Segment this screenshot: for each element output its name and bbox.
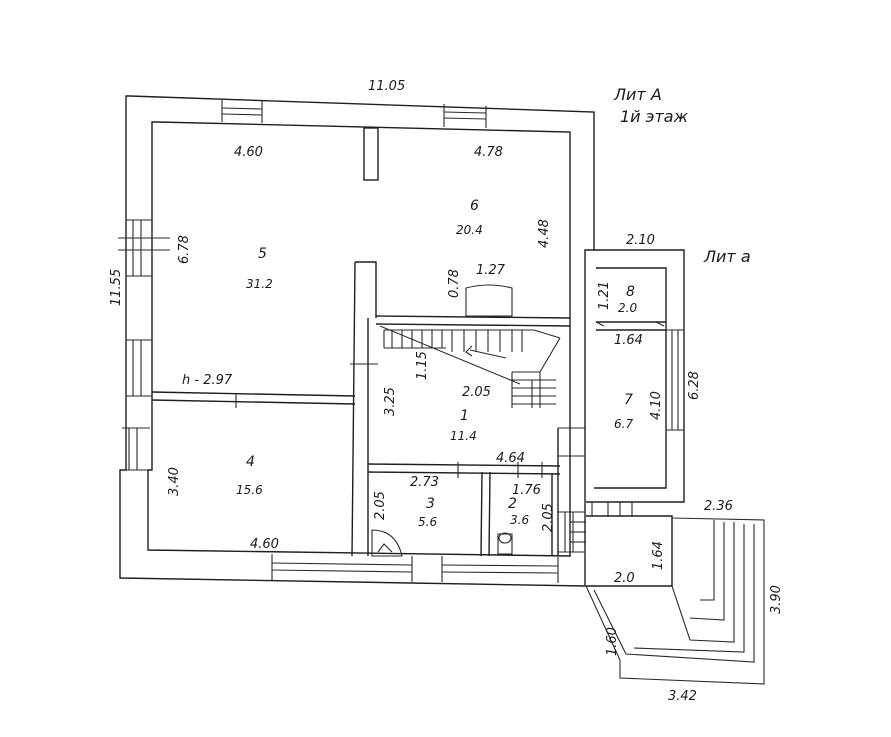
- room-5-area: 31.2: [246, 277, 273, 291]
- dim-stair-side: 1.15: [415, 351, 430, 380]
- room-8-area: 2.0: [618, 301, 637, 315]
- room-4-number: 4: [246, 454, 255, 470]
- fixtures: [118, 228, 543, 557]
- room-3-area: 5.6: [418, 515, 437, 529]
- dim-top-total: 11.05: [368, 79, 405, 94]
- dimension-labels: 11.05 4.60 4.78 h - 2.97 1.27 2.05 4.64 …: [109, 79, 784, 704]
- staircase: [379, 284, 561, 408]
- dim-bottom-left: 4.60: [250, 537, 279, 552]
- dim-room8-side: 1.21: [597, 281, 612, 310]
- porch: [585, 515, 765, 685]
- dim-stair-width: 1.27: [476, 263, 506, 278]
- room-8-number: 8: [626, 284, 635, 300]
- dim-annex-mid: 1.64: [614, 333, 643, 348]
- dim-left-total: 11.55: [109, 269, 124, 306]
- dim-porch-left: 1.60: [605, 627, 620, 656]
- dim-room3-top: 2.73: [410, 475, 439, 490]
- room-5-number: 5: [258, 246, 267, 262]
- dim-left-upper: 6.78: [177, 235, 192, 264]
- dim-entry-side: 1.64: [651, 541, 666, 570]
- floor-label: 1й этаж: [620, 107, 689, 126]
- liter-main-label: Лит А: [613, 85, 662, 104]
- dim-left-lower: 3.40: [167, 467, 182, 496]
- dim-entry-bottom: 2.0: [614, 571, 635, 586]
- dim-room7-side: 4.10: [649, 391, 664, 420]
- dim-annex-right: 6.28: [687, 371, 702, 400]
- room-6-area: 20.4: [456, 223, 483, 237]
- header: Лит А 1й этаж Лит а: [613, 85, 751, 266]
- dim-porch-right: 3.90: [769, 585, 784, 614]
- dim-stair-depth: 0.78: [447, 269, 462, 298]
- dim-room6-right: 4.48: [537, 219, 552, 248]
- dim-porch-bottom: 3.42: [668, 689, 697, 704]
- room-4-area: 15.6: [236, 483, 263, 497]
- room-6-number: 6: [470, 198, 479, 214]
- dim-annex-top: 2.10: [626, 233, 655, 248]
- annex-walls: [570, 249, 685, 543]
- dim-room5-top: 4.60: [234, 145, 263, 160]
- dim-porch-top: 2.36: [704, 499, 733, 514]
- dim-room2-side: 2.05: [541, 503, 556, 532]
- dim-hall-bottom: 4.64: [496, 451, 525, 466]
- room-2-number: 2: [508, 496, 517, 512]
- dim-height: h - 2.97: [182, 373, 233, 388]
- room-1-area: 11.4: [450, 429, 477, 443]
- room-labels: 5 31.2 6 20.4 4 15.6 1 11.4 3 5.6 2 3.6 …: [236, 198, 637, 529]
- room-2-area: 3.6: [510, 513, 529, 527]
- main-walls: [119, 95, 595, 587]
- dim-room3-side: 2.05: [373, 491, 388, 520]
- interior-walls: [151, 127, 571, 557]
- room-7-area: 6.7: [614, 417, 633, 431]
- dim-stair-len: 2.05: [462, 385, 491, 400]
- dim-room6-top: 4.78: [474, 145, 503, 160]
- dim-room2-top: 1.76: [512, 483, 541, 498]
- liter-annex-label: Лит а: [703, 247, 751, 266]
- room-7-number: 7: [624, 392, 633, 408]
- room-3-number: 3: [426, 496, 435, 512]
- dim-hall-left: 3.25: [383, 387, 398, 416]
- room-1-number: 1: [460, 408, 469, 424]
